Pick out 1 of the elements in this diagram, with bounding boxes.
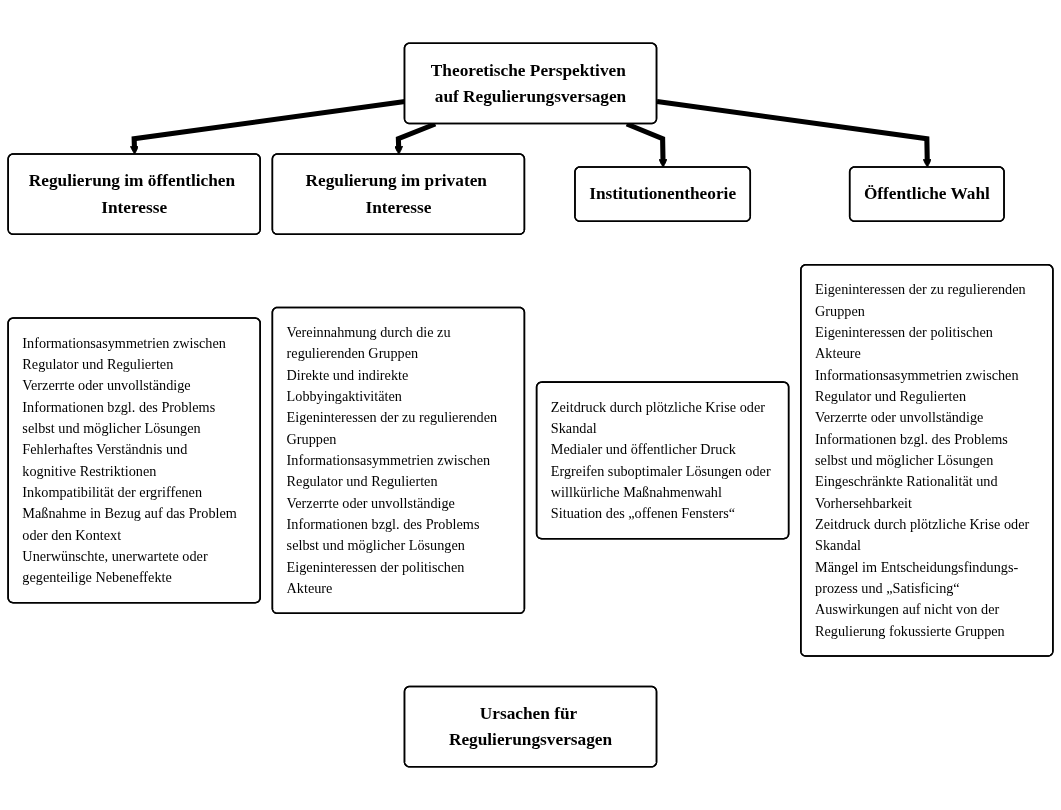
arrow bbox=[656, 98, 932, 168]
